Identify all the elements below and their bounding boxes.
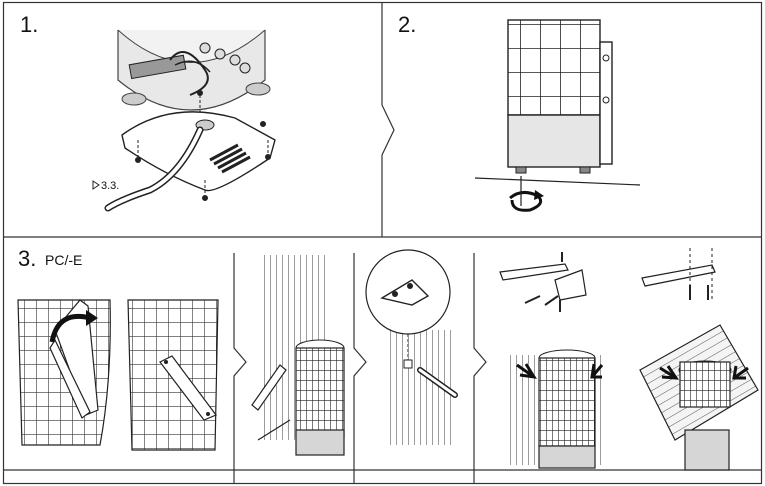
step-2-illustration	[474, 19, 641, 212]
step-1-reference: 3.3.	[101, 180, 120, 192]
step-3c-illustration	[251, 255, 345, 456]
step-3-number: 3.	[18, 246, 37, 271]
step-3a-illustration	[17, 299, 111, 446]
step-3-model: PC/-E	[45, 252, 83, 268]
step-3e-illustration	[499, 252, 605, 469]
terminal-block	[128, 42, 251, 80]
step-3b-illustration	[127, 299, 219, 451]
step-3f-illustration	[639, 248, 759, 471]
step-2-number: 2.	[398, 12, 417, 37]
step-3d-illustration	[365, 249, 458, 445]
step-1-number: 1.	[20, 12, 39, 37]
step-1-illustration	[92, 29, 276, 212]
